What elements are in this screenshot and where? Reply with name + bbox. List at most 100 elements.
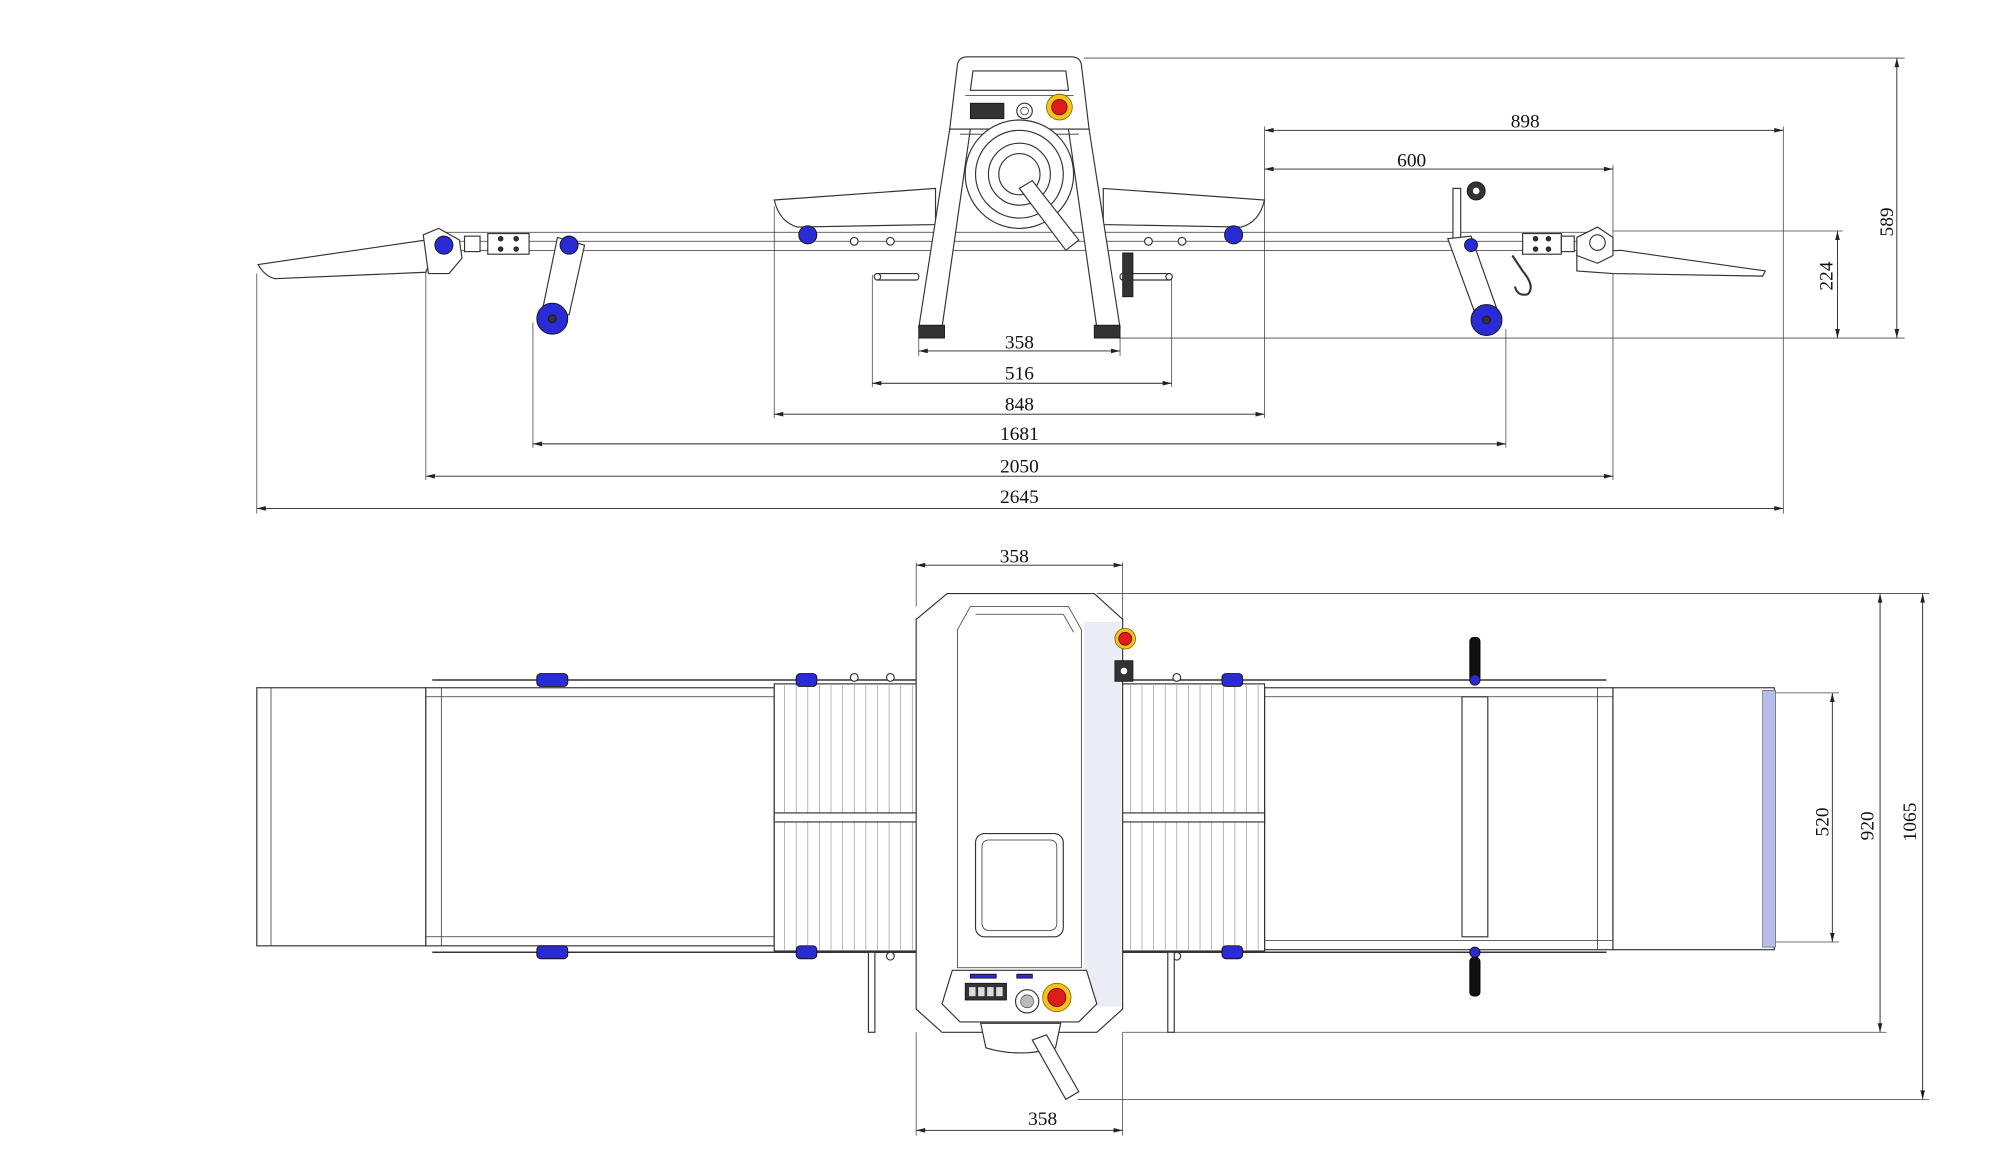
side-bracket-bolt xyxy=(1119,666,1129,676)
right-plan-leg xyxy=(1167,951,1175,1033)
dimension-label: 516 xyxy=(1005,363,1034,384)
dimension-arrowhead xyxy=(1113,1128,1123,1133)
dimension-label: 1681 xyxy=(1000,424,1039,445)
dimension-label: 920 xyxy=(1858,811,1879,840)
dimension-arrowhead xyxy=(1877,593,1883,603)
right-belt-plan xyxy=(1263,687,1614,951)
flour-roller xyxy=(1461,696,1489,938)
dimension-arrowhead xyxy=(1830,692,1835,702)
dimension-arrowhead xyxy=(1496,441,1506,447)
left-locking-pin xyxy=(874,272,920,281)
dimension-arrowhead xyxy=(916,1128,926,1133)
conveyor-belt-side xyxy=(438,231,1601,251)
roller-bearing xyxy=(536,673,569,687)
dimension-arrowhead xyxy=(1920,1090,1925,1100)
side-dimensions: 898 600 358 516 848 1681 2050 2645 589 2… xyxy=(256,58,1900,511)
dimension-arrowhead xyxy=(1603,473,1613,479)
panel-label-strip xyxy=(1016,973,1033,979)
rail-hole xyxy=(885,951,895,961)
frame-hole xyxy=(885,236,895,246)
dimension-arrowhead xyxy=(1162,380,1172,386)
panel-label-strip xyxy=(969,973,997,979)
right-foot xyxy=(1093,324,1121,339)
dimension-arrowhead xyxy=(1835,230,1840,241)
emergency-stop-button xyxy=(1051,98,1068,116)
dimension-arrowhead xyxy=(1603,166,1613,172)
housing-window-inner xyxy=(981,839,1058,931)
display-digit xyxy=(996,987,1003,997)
housing-window xyxy=(974,832,1064,938)
dimension-arrowhead xyxy=(256,506,266,511)
left-foot xyxy=(918,324,945,339)
wheel-hub xyxy=(548,314,557,323)
central-housing xyxy=(915,592,1136,1101)
side-elevation-view: 898 600 358 516 848 1681 2050 2645 589 2… xyxy=(256,56,1905,514)
rail-hole xyxy=(849,672,859,682)
crank-handle-stick xyxy=(1452,187,1462,241)
right-folding-table xyxy=(1576,249,1767,277)
right-feed-tray xyxy=(1102,187,1266,228)
dimension-arrowhead xyxy=(872,380,882,386)
dimension-arrowhead xyxy=(1111,348,1121,354)
roller-bearing xyxy=(1221,673,1244,687)
tensioner-bolt xyxy=(1532,236,1539,242)
pin-head xyxy=(1165,272,1173,281)
tensioner-bolt xyxy=(513,236,519,242)
dimension-label: 358 xyxy=(1005,332,1034,353)
dimension-arrowhead xyxy=(1877,1023,1883,1033)
drive-gear-block xyxy=(1122,252,1134,298)
dimension-arrowhead xyxy=(1255,411,1265,417)
roller-bearing xyxy=(1221,945,1244,960)
roller-bearing xyxy=(795,945,818,960)
carry-handle-opening xyxy=(969,70,1070,91)
dimension-label: 1065 xyxy=(1900,803,1921,842)
tensioner-bolt xyxy=(1545,246,1552,252)
dimension-arrowhead xyxy=(1264,128,1274,133)
dimension-arrowhead xyxy=(1264,166,1274,172)
crank-bearing xyxy=(1469,946,1481,958)
plan-view: 358 358 520 920 1065 xyxy=(256,547,1930,1136)
roller-bearing xyxy=(795,673,818,687)
dimension-arrowhead xyxy=(1920,593,1925,603)
dimension-arrowhead xyxy=(532,441,542,447)
frame-hole xyxy=(849,236,859,246)
right-tensioner-block xyxy=(1560,235,1575,253)
left-folding-table xyxy=(257,239,435,280)
right-folding-table-plan xyxy=(1612,687,1775,951)
housing-side-shade xyxy=(1083,621,1122,1007)
dimension-arrowhead xyxy=(918,348,928,354)
bottom-crank-handle xyxy=(1469,957,1481,997)
housing-outline xyxy=(915,592,1124,1033)
dimension-arrowhead xyxy=(1835,329,1840,339)
right-inner-roller xyxy=(1224,225,1244,245)
right-frame-leg xyxy=(1067,128,1121,329)
dimension-arrowhead xyxy=(1894,329,1900,339)
housing-inner-column xyxy=(957,606,1082,969)
dimension-arrowhead xyxy=(425,473,435,479)
side-extension-lines xyxy=(256,57,1905,514)
frame-hole xyxy=(1177,236,1187,246)
tensioner-bolt xyxy=(1532,246,1539,252)
right-tensioner-plate xyxy=(1522,232,1562,255)
dimension-label: 358 xyxy=(1028,1109,1057,1130)
plan-extension-lines xyxy=(915,562,1930,1136)
tensioner-bolt xyxy=(1545,236,1552,242)
display-panel xyxy=(969,102,1005,120)
dimension-arrowhead xyxy=(1830,932,1835,942)
left-leg-pivot-roller xyxy=(559,235,579,255)
plan-dimensions: 358 358 520 920 1065 xyxy=(916,547,1925,1133)
housing-inner-column-edge xyxy=(975,613,1074,633)
dimension-label: 589 xyxy=(1877,207,1898,236)
tensioner-bolt xyxy=(497,246,504,252)
dimension-label: 2645 xyxy=(1000,487,1039,508)
dimension-label: 358 xyxy=(1000,547,1029,568)
dimension-label: 898 xyxy=(1511,112,1540,133)
left-tensioner-block xyxy=(463,235,481,253)
left-plan-leg xyxy=(867,951,876,1033)
dimension-arrowhead xyxy=(1774,128,1784,133)
dimension-arrowhead xyxy=(916,562,926,568)
side-stop-button xyxy=(1118,631,1133,646)
adjustment-lever xyxy=(1018,179,1080,252)
adjustment-lever-plan xyxy=(1031,1034,1080,1101)
